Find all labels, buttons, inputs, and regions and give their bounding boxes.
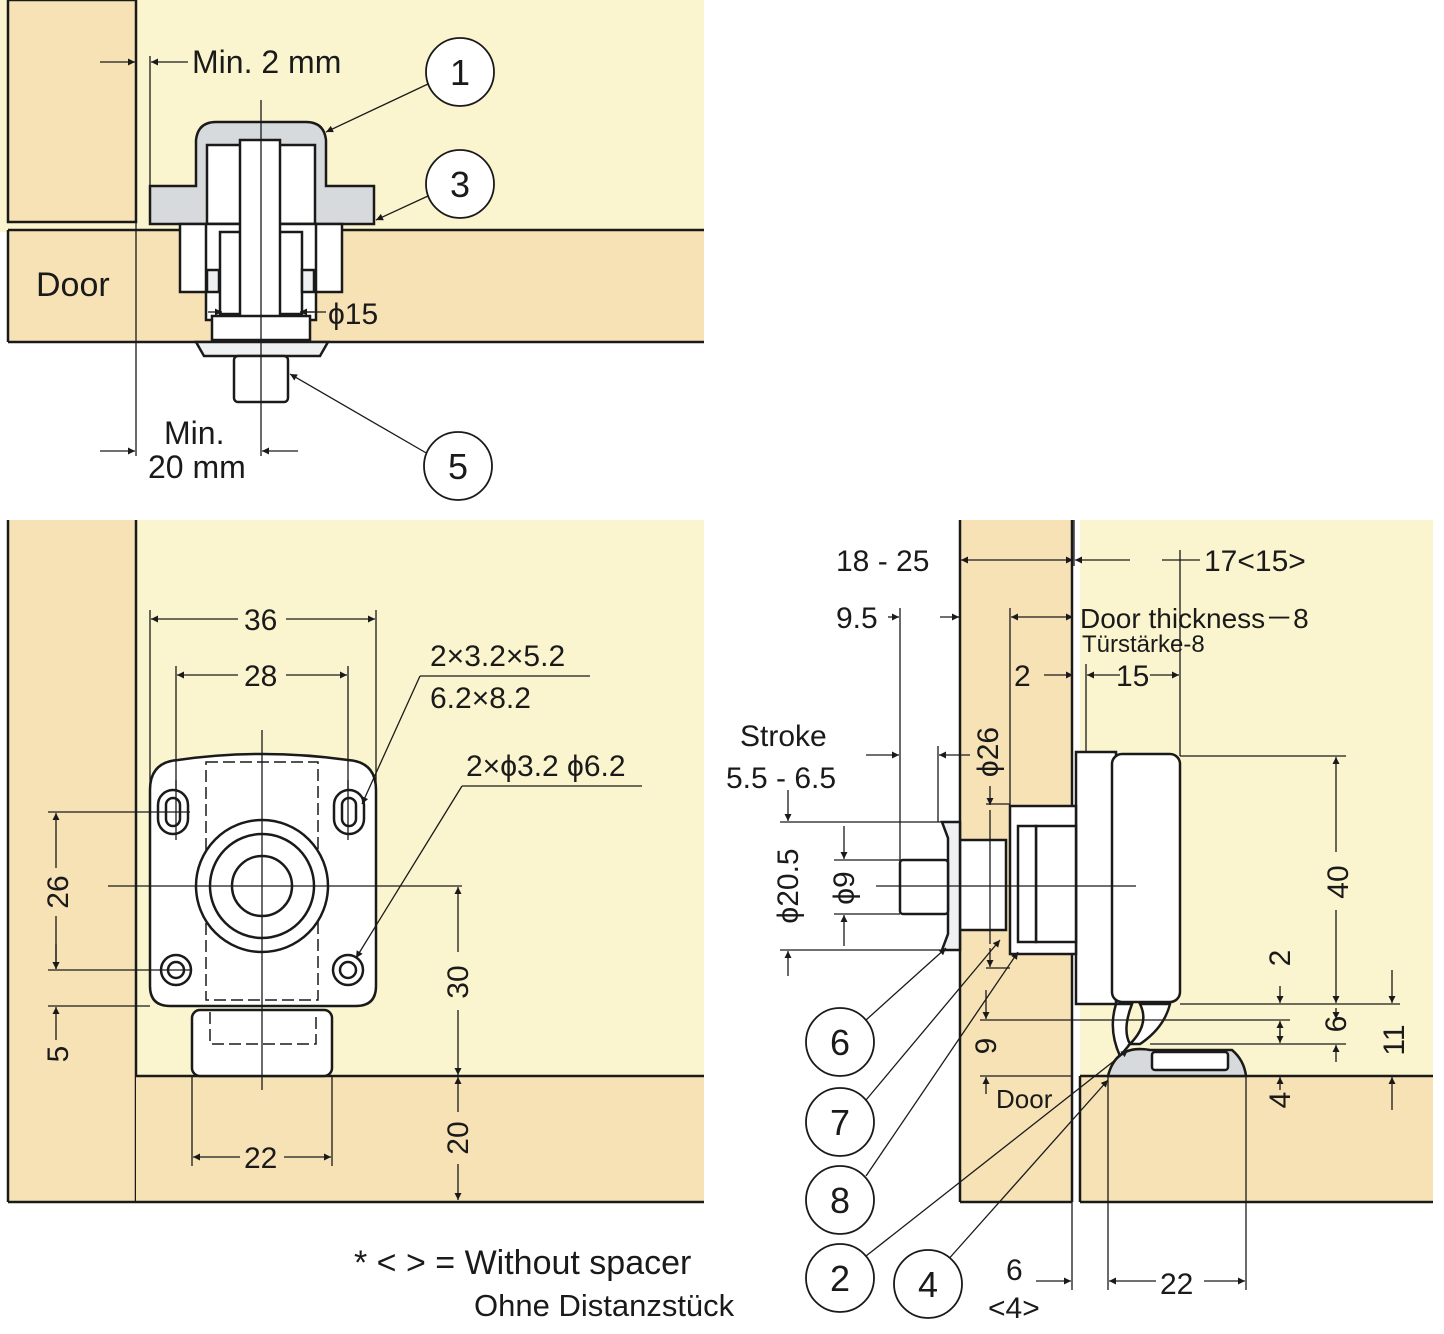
dim-phi20-5: ϕ20.5 (772, 848, 805, 923)
latch-front-view (148, 752, 378, 1078)
callout-5: 5 (423, 431, 493, 501)
dim-40: 40 (1322, 865, 1355, 898)
dim-11: 11 (1378, 1024, 1411, 1055)
dim-min-gap: Min. 2 mm (192, 44, 341, 80)
svg-text:4: 4 (918, 1264, 938, 1305)
svg-text:2: 2 (830, 1258, 850, 1299)
dim-22-side: 22 (1160, 1268, 1193, 1301)
dim-phi26: ϕ26 (972, 727, 1005, 777)
door-thickness-en: Door thickness－8 (1080, 603, 1309, 634)
dim-18-25: 18 - 25 (836, 545, 929, 578)
dim-28: 28 (244, 660, 277, 693)
top-view: Door Min. 2 mm ϕ15 Min (0, 0, 704, 485)
svg-text:8: 8 (830, 1180, 850, 1221)
callout-4: 4 (893, 1249, 963, 1319)
door-thickness-de: Türstärke-8 (1082, 631, 1205, 658)
svg-text:5: 5 (448, 446, 468, 487)
dim-20-front: 20 (442, 1121, 475, 1154)
callout-7: 7 (805, 1087, 875, 1157)
svg-text:3: 3 (450, 164, 470, 205)
front-view: 36 28 2×3.2×5.2 6.2×8.2 2×ϕ3.2 ϕ6.2 26 5… (6, 520, 704, 1204)
footnote-line2: Ohne Distanzstück (474, 1288, 735, 1323)
dim-phi15-top: ϕ15 (328, 298, 378, 331)
dim-15-side: 15 (1116, 660, 1149, 693)
callout-2: 2 (805, 1243, 875, 1313)
dim-5: 5 (42, 1046, 75, 1063)
svg-text:6: 6 (830, 1022, 850, 1063)
slot-spec-1: 2×3.2×5.2 (430, 640, 565, 673)
door-label-top: Door (36, 266, 110, 304)
hole-spec: 2×ϕ3.2 ϕ6.2 (466, 750, 626, 783)
callouts: 1 3 5 6 7 8 2 4 (423, 37, 963, 1319)
dim-26: 26 (42, 875, 75, 908)
dim-17-15: 17<15> (1204, 545, 1306, 578)
dim-4-bottom: <4> (988, 1292, 1040, 1325)
slot-spec-2: 6.2×8.2 (430, 682, 531, 715)
dim-4-right: 4 (1264, 1092, 1297, 1109)
side-view: 18 - 25 17<15> 9.5 Door thickness－8 Türs… (726, 520, 1433, 1325)
footnote-line1: * < > = Without spacer (354, 1244, 691, 1282)
dim-min-value: 20 mm (148, 449, 246, 485)
dim-min-label: Min. (164, 415, 224, 451)
callout-6: 6 (805, 1007, 875, 1077)
dim-phi9: ϕ9 (828, 871, 861, 905)
svg-text:7: 7 (830, 1102, 850, 1143)
callout-1: 1 (425, 37, 495, 107)
stroke-label: Stroke (740, 720, 827, 753)
stroke-value: 5.5 - 6.5 (726, 762, 836, 795)
dim-9-5: 9.5 (836, 602, 878, 635)
dim-6-bottom: 6 (1006, 1254, 1023, 1287)
dim-30: 30 (442, 965, 475, 998)
dim-2-right: 2 (1264, 950, 1297, 967)
dim-2-side: 2 (1014, 660, 1031, 693)
dim-22-front: 22 (244, 1142, 277, 1175)
door-label-side: Door (996, 1084, 1053, 1114)
callout-8: 8 (805, 1165, 875, 1235)
dim-6-right: 6 (1320, 1016, 1353, 1033)
callout-3: 3 (425, 149, 495, 219)
svg-text:1: 1 (450, 52, 470, 93)
dim-9: 9 (970, 1038, 1003, 1055)
footnote: * < > = Without spacer Ohne Distanzstück (354, 1244, 735, 1323)
dim-36: 36 (244, 604, 277, 637)
